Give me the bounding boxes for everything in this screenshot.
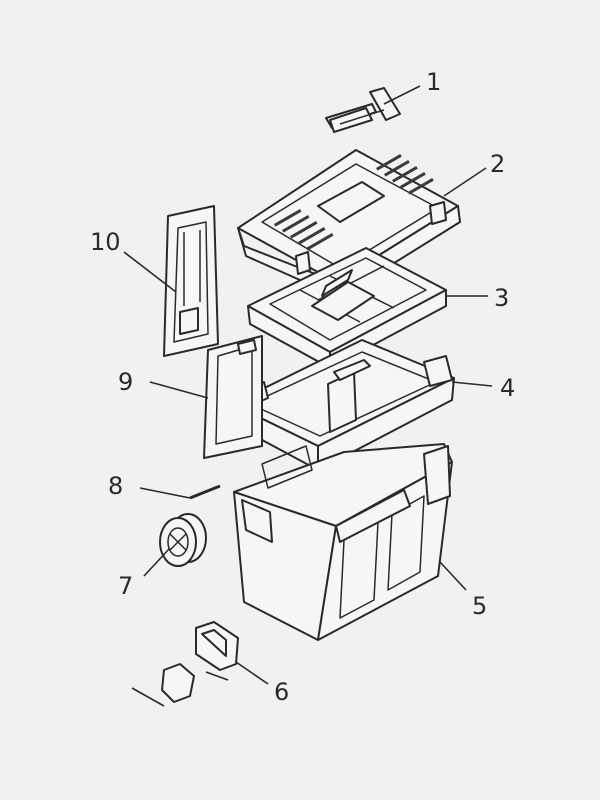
callout-10: 10 xyxy=(90,228,121,256)
part-5-main-body xyxy=(233,443,453,641)
lid-vent-slots xyxy=(274,154,434,251)
leader-lines xyxy=(123,85,493,685)
leader-8 xyxy=(139,487,191,499)
callout-5: 5 xyxy=(472,592,487,620)
part-10-telescopic-handle xyxy=(163,205,219,357)
leader-5 xyxy=(439,561,467,591)
callout-4: 4 xyxy=(500,374,515,402)
callout-7: 7 xyxy=(118,572,133,600)
callout-6: 6 xyxy=(274,678,289,706)
callout-labels: 1 2 3 4 5 6 7 8 9 10 xyxy=(90,68,515,706)
leader-6 xyxy=(235,661,269,685)
part-8-axle xyxy=(189,484,221,500)
part-7-wheel xyxy=(159,513,207,567)
part-6-latch-set xyxy=(131,621,239,707)
callout-3: 3 xyxy=(494,284,509,312)
leader-1 xyxy=(383,85,421,105)
part-9-side-panel xyxy=(203,335,263,459)
callout-2: 2 xyxy=(490,150,505,178)
callout-1: 1 xyxy=(426,68,441,96)
leader-7 xyxy=(143,547,171,577)
callout-8: 8 xyxy=(108,472,123,500)
leader-9 xyxy=(149,381,209,399)
leader-2 xyxy=(443,167,487,197)
leader-10 xyxy=(123,251,177,293)
leader-4 xyxy=(451,381,493,387)
callout-9: 9 xyxy=(118,368,133,396)
part-1-handle xyxy=(325,87,401,133)
